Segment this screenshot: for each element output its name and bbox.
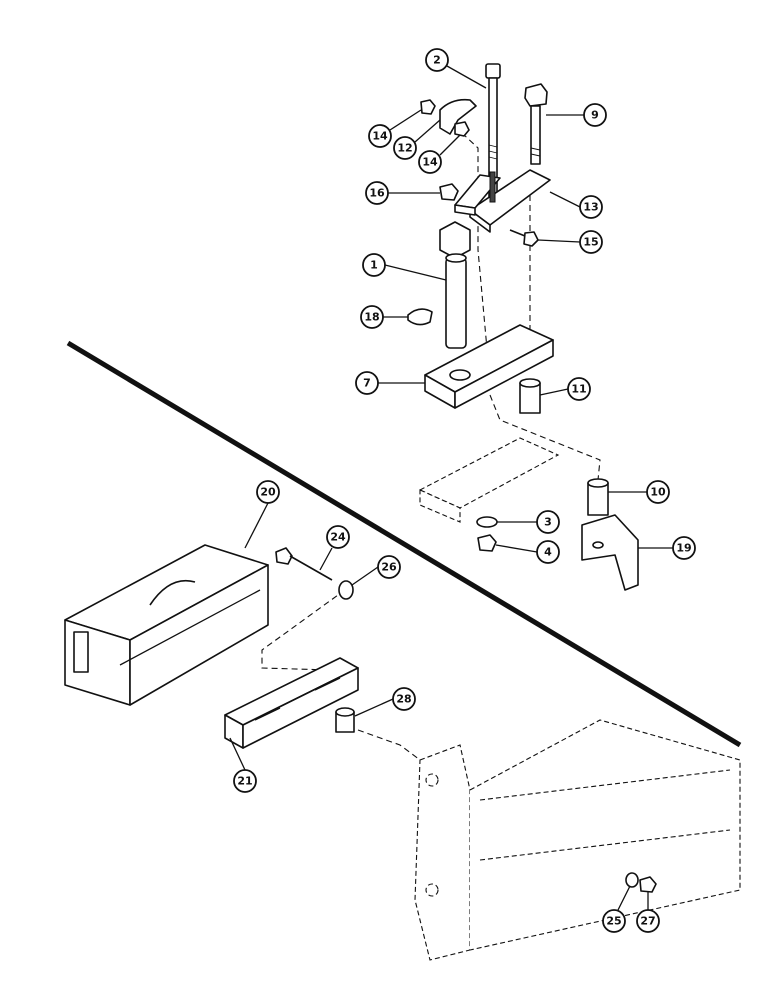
- part-15-bolt: [509, 229, 539, 247]
- part-4-nut: [477, 534, 497, 552]
- svg-text:20: 20: [260, 486, 276, 499]
- callout-10: 10: [646, 480, 670, 504]
- part-18-clip: [407, 308, 433, 326]
- svg-text:3: 3: [544, 516, 552, 529]
- part-3-washer: [476, 516, 498, 528]
- svg-text:13: 13: [583, 201, 598, 214]
- callout-7: 7: [355, 371, 379, 395]
- svg-text:2: 2: [433, 54, 441, 67]
- svg-text:19: 19: [676, 542, 691, 555]
- callout-26: 26: [377, 555, 401, 579]
- callout-15: 15: [579, 230, 603, 254]
- svg-text:26: 26: [381, 561, 397, 574]
- svg-text:4: 4: [544, 546, 552, 559]
- callout-19: 19: [672, 536, 696, 560]
- callout-20: 20: [256, 480, 280, 504]
- part-14-nut-a: [420, 99, 436, 115]
- part-13-bracket: [454, 169, 551, 233]
- tractor-frame-outline: [414, 719, 741, 961]
- callout-12: 12: [393, 136, 417, 160]
- callout-25: 25: [602, 909, 626, 933]
- part-24-bolt: [275, 547, 333, 581]
- callout-21: 21: [233, 769, 257, 793]
- callout-2: 2: [425, 48, 449, 72]
- assembly-guide-lines: [261, 132, 601, 761]
- ghost-plate-outline: [418, 437, 560, 523]
- part-16-nut: [439, 183, 459, 201]
- svg-text:24: 24: [330, 531, 346, 544]
- svg-text:27: 27: [640, 915, 655, 928]
- callout-27: 27: [636, 909, 660, 933]
- part-7-plate: [424, 324, 554, 409]
- callout-11: 11: [567, 377, 591, 401]
- callout-3: 3: [536, 510, 560, 534]
- part-25-washer: [625, 872, 639, 888]
- svg-text:16: 16: [369, 187, 385, 200]
- callout-28: 28: [392, 687, 416, 711]
- svg-text:28: 28: [396, 693, 411, 706]
- part-10-sleeve: [587, 478, 609, 516]
- part-27-nut: [639, 876, 657, 893]
- part-1-hitch-pin: [439, 221, 471, 349]
- callout-24: 24: [326, 525, 350, 549]
- part-9-bolt: [524, 83, 548, 165]
- svg-text:7: 7: [363, 377, 371, 390]
- callout-16: 16: [365, 181, 389, 205]
- svg-text:10: 10: [650, 486, 666, 499]
- svg-text:9: 9: [591, 109, 599, 122]
- part-12-latch: [439, 98, 477, 135]
- part-20-tool-box: [64, 544, 269, 706]
- svg-text:18: 18: [364, 311, 379, 324]
- svg-text:11: 11: [571, 383, 586, 396]
- callout-4: 4: [536, 540, 560, 564]
- part-21-support-channel: [224, 657, 359, 749]
- callout-14-b: 14: [418, 150, 442, 174]
- callout-1: 1: [362, 253, 386, 277]
- svg-text:1: 1: [370, 259, 378, 272]
- svg-text:14: 14: [372, 130, 388, 143]
- svg-text:21: 21: [237, 775, 252, 788]
- leader-lines: [229, 65, 673, 911]
- part-19-bracket: [581, 514, 639, 591]
- callout-13: 13: [579, 195, 603, 219]
- callout-18: 18: [360, 305, 384, 329]
- part-11-sleeve: [519, 378, 541, 414]
- svg-text:15: 15: [583, 236, 598, 249]
- part-26-washer: [338, 580, 354, 600]
- callout-9: 9: [583, 103, 607, 127]
- svg-text:14: 14: [422, 156, 438, 169]
- part-14-nut-b: [454, 121, 470, 137]
- part-28-spacer: [335, 707, 355, 733]
- callout-14: 14: [368, 124, 392, 148]
- svg-text:12: 12: [397, 142, 412, 155]
- section-divider-line: [66, 340, 742, 748]
- svg-text:25: 25: [606, 915, 621, 928]
